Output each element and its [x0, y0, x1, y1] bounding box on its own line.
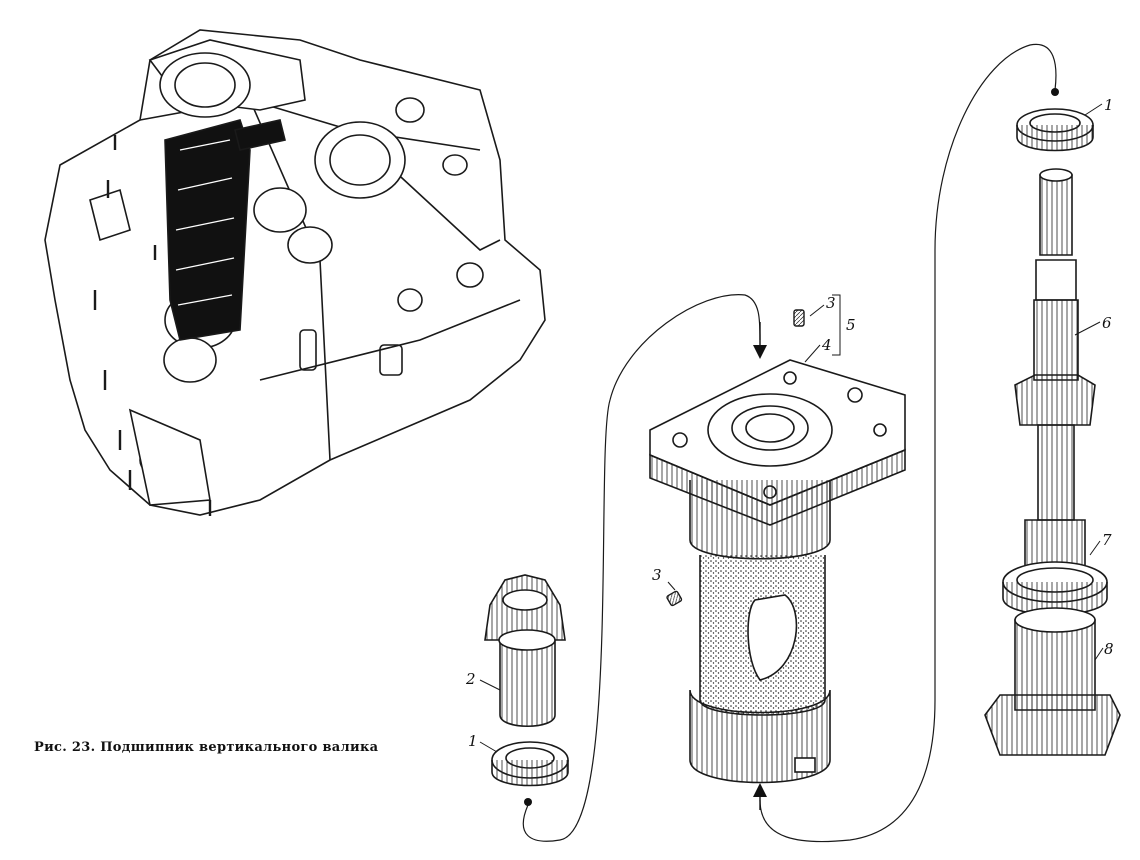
- callout-6: 6: [1102, 314, 1112, 332]
- callout-8: 8: [1104, 640, 1114, 658]
- callout-3-middle: 3: [652, 566, 662, 584]
- bearing-housing: [649, 359, 906, 784]
- locking-screw-top: [793, 309, 805, 327]
- bearing-ring: [1002, 561, 1108, 616]
- callout-4: 4: [821, 336, 832, 354]
- callout-1-bottom: 1: [468, 732, 478, 750]
- callout-7: 7: [1102, 531, 1112, 549]
- path-end-dot: [524, 798, 532, 806]
- bevel-gear-bushing: [484, 574, 566, 728]
- callout-2: 2: [465, 670, 476, 688]
- path-end-dot: [1051, 88, 1059, 96]
- driven-gear-sleeve: [984, 607, 1121, 756]
- thrust-washer-bottom: [491, 741, 569, 787]
- assembly-path-lines: [522, 43, 1057, 843]
- figure-caption: Рис. 23. Подшипник вертикального валика: [34, 740, 379, 755]
- engine-block: [44, 29, 546, 516]
- callout-leaders: [479, 103, 1104, 753]
- callout-3-top: 3: [826, 294, 836, 312]
- callout-5: 5: [846, 316, 856, 334]
- callout-1-top: 1: [1104, 96, 1114, 114]
- thrust-washer-top: [1016, 108, 1094, 152]
- locking-screw-middle: [666, 590, 683, 607]
- vertical-shaft: [1014, 168, 1096, 576]
